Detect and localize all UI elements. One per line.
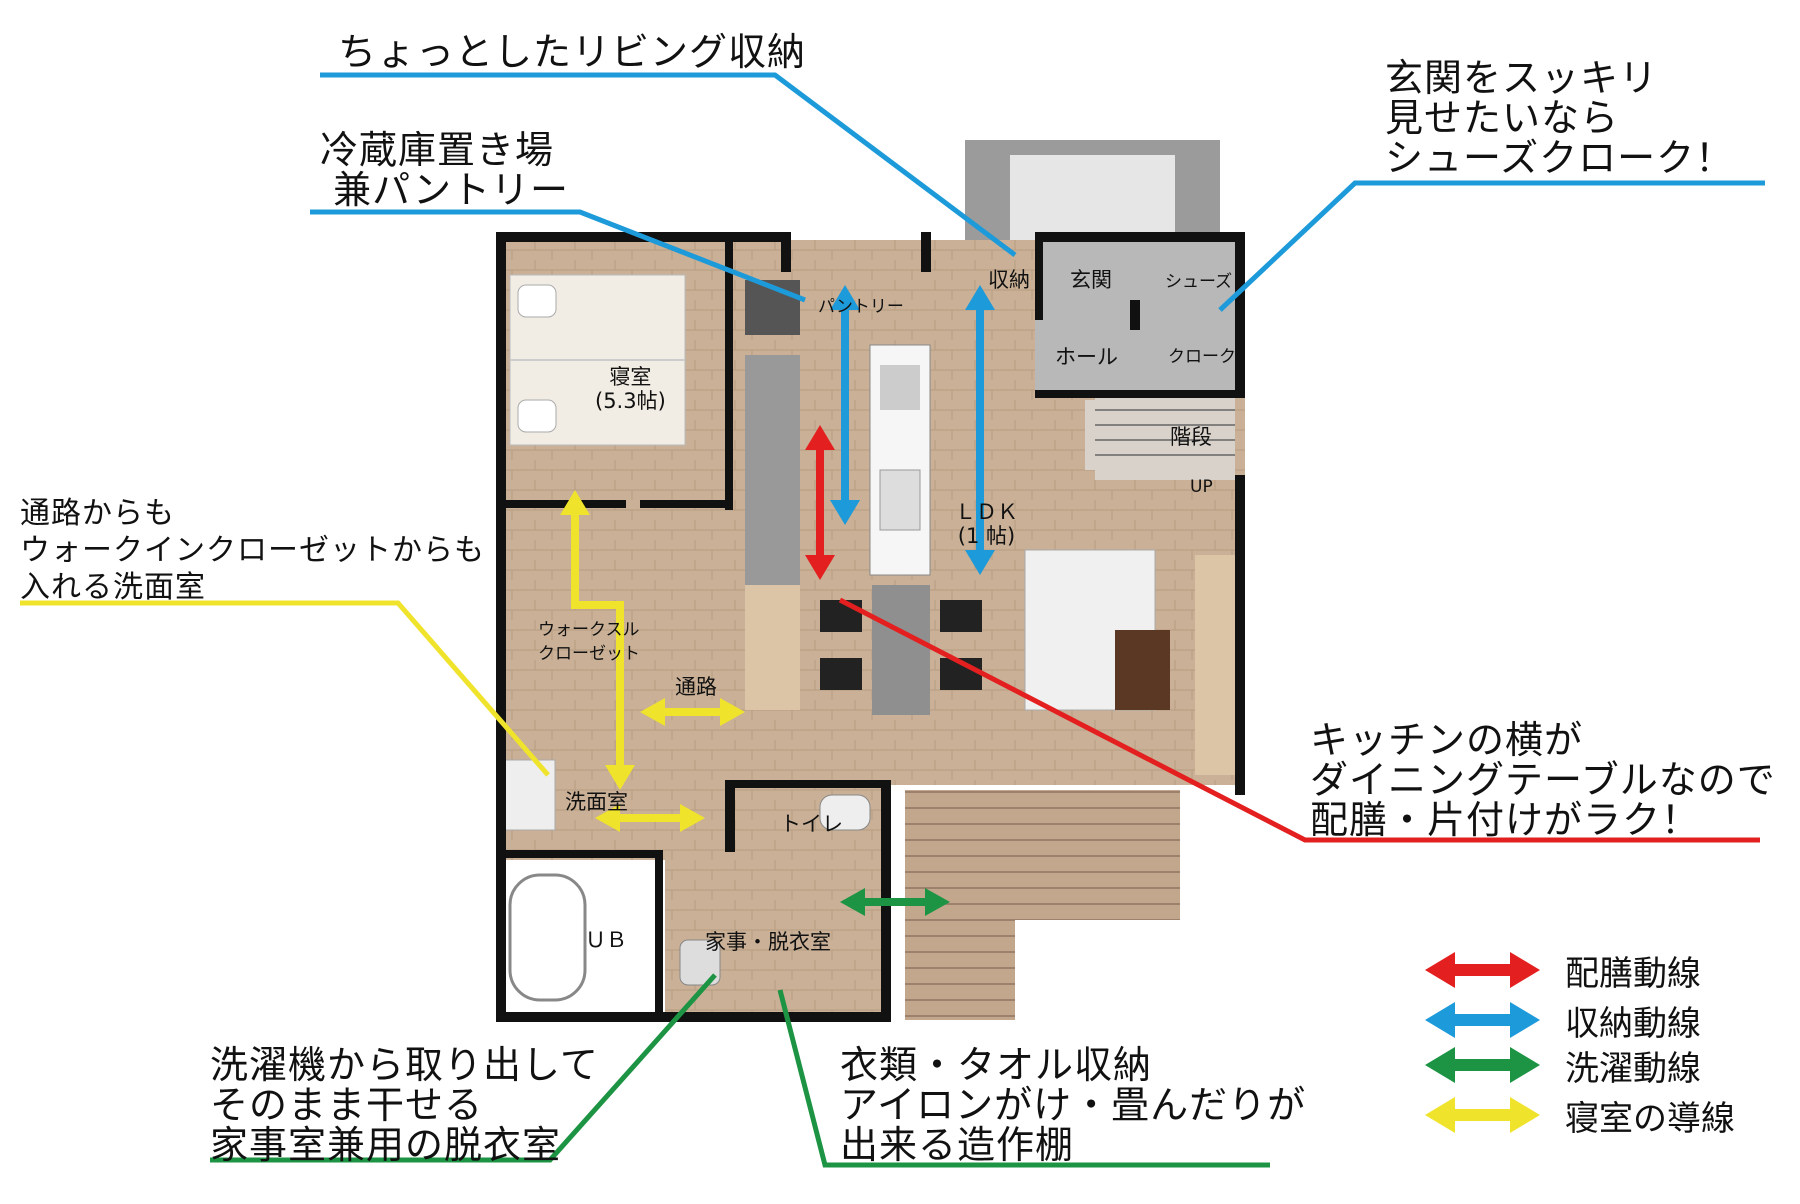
leader-shoes bbox=[1218, 180, 1765, 312]
callout-shelf: 衣類・タオル収納 アイロンがけ・畳んだりが 出来る造作棚 bbox=[840, 1043, 1307, 1167]
callout-dining: キッチンの横が ダイニングテーブルなので 配膳・片付けがラク！ bbox=[1310, 718, 1776, 842]
room-stairs: 階段 bbox=[1170, 425, 1212, 449]
room-wic: ウォークスル クローゼット bbox=[538, 620, 640, 664]
room-shoes-top: シューズ bbox=[1165, 272, 1233, 292]
double-arrow-icon bbox=[1425, 1097, 1540, 1133]
serving-arrow bbox=[805, 425, 835, 580]
legend-label: 配膳動線 bbox=[1565, 953, 1701, 994]
callout-shoes: 玄関をスッキリ 見せたいなら シューズクローク！ bbox=[1385, 56, 1735, 180]
legend-label: 洗濯動線 bbox=[1565, 1048, 1701, 1089]
room-washroom: 洗面室 bbox=[565, 790, 628, 814]
leader-lines bbox=[20, 72, 1765, 1168]
room-bath: ＵＢ bbox=[585, 928, 627, 952]
double-arrow-icon bbox=[1425, 952, 1540, 988]
legend-item-storage: 収納動線 bbox=[1425, 998, 1701, 1044]
flow-arrows bbox=[560, 285, 995, 916]
wood-deck bbox=[905, 790, 1180, 1020]
bed bbox=[509, 274, 686, 446]
callout-utility: 洗濯機から取り出して そのまま干せる 家事室兼用の脱衣室 bbox=[210, 1043, 599, 1167]
bedroom-arrows bbox=[560, 490, 745, 832]
sofa bbox=[1024, 549, 1235, 775]
callout-washroom: 通路からも ウォークインクローゼットからも 入れる洗面室 bbox=[20, 496, 485, 605]
legend-arrows bbox=[1425, 952, 1540, 1133]
double-arrow-icon bbox=[1425, 1002, 1540, 1038]
leader-washroom bbox=[20, 600, 550, 777]
room-utility: 家事・脱衣室 bbox=[705, 930, 831, 954]
leader-pantry bbox=[310, 209, 806, 303]
legend-label: 収納動線 bbox=[1565, 1003, 1701, 1044]
legend-label: 寝室の導線 bbox=[1565, 1098, 1735, 1139]
legend-item-bedroom: 寝室の導線 bbox=[1425, 1093, 1735, 1139]
porch bbox=[965, 140, 1220, 240]
room-hall: ホール bbox=[1055, 345, 1118, 369]
room-shoes-bottom: クローク bbox=[1168, 347, 1236, 367]
storage-arrow-pantry bbox=[830, 285, 860, 525]
storage-arrow-ldk bbox=[965, 285, 995, 575]
room-ldk: ＬＤＫ (1 帖) bbox=[955, 500, 1018, 548]
legend-item-serving: 配膳動線 bbox=[1425, 948, 1701, 994]
room-entrance: 玄関 bbox=[1070, 268, 1112, 292]
leader-living-storage bbox=[320, 72, 1017, 257]
room-up: UP bbox=[1190, 477, 1213, 497]
room-toilet: トイレ bbox=[780, 812, 843, 836]
room-pantry: パントリー bbox=[818, 297, 904, 317]
room-storage: 収納 bbox=[988, 268, 1030, 292]
room-bedroom: 寝室 (5.3帖) bbox=[595, 365, 666, 413]
leader-dining bbox=[838, 597, 1760, 843]
double-arrow-icon bbox=[1425, 1047, 1540, 1083]
staircase bbox=[1085, 400, 1235, 470]
leader-utility bbox=[210, 973, 717, 1163]
callout-pantry: 冷蔵庫置き場 兼パントリー bbox=[320, 128, 569, 212]
callout-living-storage: ちょっとしたリビング収納 bbox=[338, 30, 807, 74]
room-corridor: 通路 bbox=[675, 675, 717, 699]
legend-item-laundry: 洗濯動線 bbox=[1425, 1043, 1701, 1089]
laundry-arrow bbox=[840, 888, 950, 916]
leader-shelf bbox=[777, 989, 1270, 1168]
